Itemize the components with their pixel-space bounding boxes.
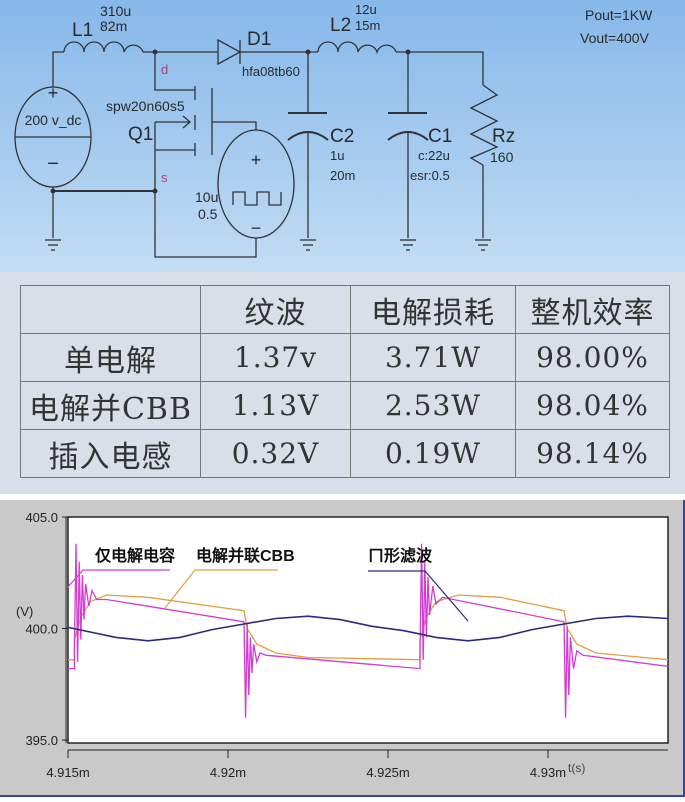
c2-esr: 20m: [330, 168, 355, 183]
pulse-minus: −: [251, 218, 262, 238]
source-value: 200 v_dc: [25, 112, 82, 128]
x-tick-label: 4.925m: [366, 765, 409, 780]
ground-icon: [45, 239, 492, 251]
resistor-rz-icon: [469, 84, 499, 166]
x-axis-label: t(s): [568, 761, 585, 775]
table-row: 单电解 1.37v 3.71W 98.00%: [20, 333, 670, 382]
y-tick-label: 400.0: [25, 622, 58, 637]
annotation-electrolytic-cbb: 电解并联CBB: [196, 546, 295, 565]
pout-label: Pout=1KW: [585, 7, 653, 23]
pulse-duty: 0.5: [198, 206, 218, 222]
loss-cell: 0.19W: [350, 429, 516, 478]
vout-label: Vout=400V: [580, 30, 650, 46]
x-tick-label: 4.915m: [46, 765, 89, 780]
header-cell: [20, 285, 201, 334]
c2-label: C2: [330, 126, 354, 147]
pulse-source-icon: [217, 129, 295, 239]
table-row: 插入电感 0.32V 0.19W 98.14%: [20, 429, 670, 478]
row-label: 插入电感: [20, 429, 201, 478]
annotation-leader: [368, 570, 469, 622]
loss-cell: 2.53W: [350, 381, 516, 430]
capacitor-c1-icon: [387, 112, 429, 141]
d1-part: hfa08tb60: [242, 64, 300, 79]
rz-label: Rz: [492, 126, 515, 147]
annotation-leader: [66, 569, 170, 589]
comparison-table-panel: 纹波 电解损耗 整机效率 单电解 1.37v 3.71W 98.00% 电解并C…: [0, 272, 685, 494]
l2-resistance: 15m: [355, 18, 380, 33]
boost-pfc-circuit-diagram: + 200 v_dc − L1 310u 82m D1 hfa08tb60 L2…: [0, 0, 685, 272]
efficiency-cell: 98.00%: [515, 333, 670, 382]
inductor-l1-icon: [63, 41, 144, 53]
y-tick-label: 405.0: [25, 510, 58, 525]
inductor-l2-icon: [317, 41, 397, 55]
ripple-cell: 1.13V: [200, 381, 351, 430]
l1-label: L1: [72, 20, 93, 41]
annotation-pi-filter: ㄇ形滤波: [368, 546, 433, 565]
efficiency-cell: 98.14%: [515, 429, 670, 478]
diode-d1-icon: [217, 38, 242, 66]
comparison-table: 纹波 电解损耗 整机效率 单电解 1.37v 3.71W 98.00% 电解并C…: [20, 285, 670, 478]
header-cell: 纹波: [200, 285, 351, 334]
rz-value: 160: [490, 149, 514, 165]
ripple-cell: 1.37v: [200, 333, 351, 382]
loss-cell: 3.71W: [350, 333, 516, 382]
annotation-leader: [164, 569, 278, 609]
drain-label: d: [161, 62, 168, 77]
x-tick-label: 4.92m: [210, 765, 246, 780]
efficiency-cell: 98.04%: [515, 381, 670, 430]
c1-esr: esr:0.5: [410, 168, 450, 183]
y-axis-label: (V): [16, 604, 33, 619]
source-minus: −: [47, 153, 59, 175]
dc-voltage-source-icon: [14, 86, 92, 188]
capacitor-c2-icon: [287, 112, 329, 141]
series-electrolytic-only-line: [68, 543, 669, 718]
series-pi-filter-line: [67, 615, 669, 642]
q1-label: Q1: [128, 124, 153, 145]
row-label: 电解并CBB: [20, 381, 201, 430]
source-plus: +: [48, 83, 59, 103]
header-cell: 电解损耗: [350, 285, 516, 334]
q1-part: spw20n60s5: [106, 98, 185, 114]
source-pin-label: s: [161, 170, 168, 185]
pulse-plus: +: [251, 150, 262, 170]
c1-cap: c:22u: [418, 148, 450, 163]
ripple-cell: 0.32V: [200, 429, 351, 478]
c2-cap: 1u: [330, 148, 344, 163]
annotation-electrolytic-only: 仅电解电容: [94, 546, 175, 565]
header-cell: 整机效率: [515, 285, 670, 334]
series-electrolytic-cbb-line: [68, 594, 669, 661]
ripple-waveform-chart: 405.0 400.0 395.0 4.915m 4.92m 4.925m 4.93m (V…: [0, 500, 685, 797]
d1-label: D1: [247, 29, 271, 50]
y-tick-label: 395.0: [25, 733, 58, 748]
pulse-period: 10u: [195, 189, 218, 205]
l1-inductance: 310u: [100, 3, 131, 19]
c1-label: C1: [428, 126, 452, 147]
table-header-row: 纹波 电解损耗 整机效率: [20, 285, 670, 334]
junction-dots: [50, 49, 411, 194]
l2-inductance: 12u: [355, 2, 377, 17]
l2-label: L2: [330, 15, 351, 36]
x-tick-label: 4.93m: [530, 765, 566, 780]
row-label: 单电解: [20, 333, 201, 382]
l1-resistance: 82m: [100, 18, 127, 34]
table-row: 电解并CBB 1.13V 2.53W 98.04%: [20, 381, 670, 430]
